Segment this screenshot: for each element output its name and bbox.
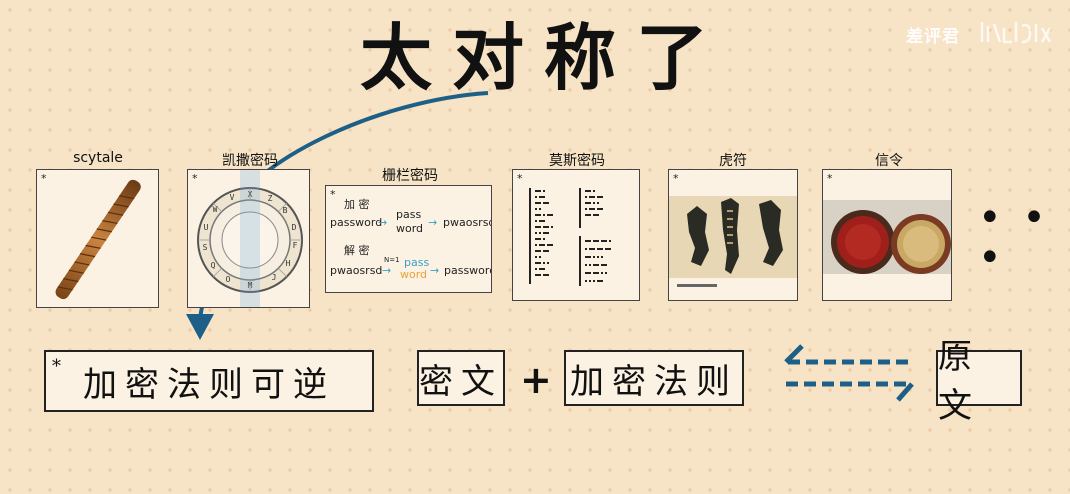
plain-text-2: password bbox=[444, 264, 492, 277]
svg-text:F: F bbox=[293, 241, 298, 250]
card-star: * bbox=[827, 172, 833, 185]
plaintext-box: 原文 bbox=[936, 337, 1022, 426]
reverse-arrows-icon bbox=[784, 344, 914, 402]
split-top-1: pass bbox=[396, 208, 422, 221]
card-signal: * bbox=[822, 169, 952, 301]
svg-text:O: O bbox=[226, 275, 231, 284]
card-tiger-tally: * bbox=[668, 169, 798, 301]
scytale-image bbox=[55, 179, 141, 300]
caesar-wheel-image: X Z B DFH J M O QS U W V bbox=[197, 170, 303, 307]
split-bottom-2: word bbox=[400, 268, 428, 281]
card-morse: * bbox=[512, 169, 640, 301]
page-title: 太对称了 bbox=[360, 15, 729, 100]
card-label-morse: 莫斯密码 bbox=[549, 153, 605, 169]
arrow-icon: → bbox=[428, 216, 438, 229]
more-indicator: • • • bbox=[978, 195, 1050, 281]
ciphertext-box: 密文 bbox=[417, 350, 505, 406]
svg-text:Q: Q bbox=[211, 261, 216, 270]
svg-text:J: J bbox=[272, 273, 277, 282]
rule-reversible-box: * 加密法则可逆 bbox=[44, 350, 374, 412]
svg-text:M: M bbox=[248, 281, 253, 290]
card-star: * bbox=[673, 172, 679, 185]
card-star: * bbox=[330, 188, 336, 201]
arrow-icon: → bbox=[382, 264, 392, 277]
card-label-signal: 信令 bbox=[875, 153, 903, 169]
decrypt-label: 解 密 bbox=[344, 244, 370, 257]
card-scytale: * bbox=[36, 169, 159, 308]
svg-text:Z: Z bbox=[268, 194, 273, 203]
tiger-tally-image bbox=[669, 196, 797, 287]
rule-star: * bbox=[52, 356, 69, 377]
morse-chart-image bbox=[529, 188, 611, 286]
svg-text:W: W bbox=[213, 205, 218, 214]
arrow-icon: → bbox=[378, 216, 388, 229]
svg-text:H: H bbox=[286, 259, 291, 268]
rule-text: 加密法则可逆 bbox=[83, 364, 335, 405]
svg-text:V: V bbox=[230, 193, 235, 202]
card-label-tiger-tally: 虎符 bbox=[719, 153, 747, 169]
brand-logo-icon bbox=[980, 22, 1052, 44]
split-top-2: pass bbox=[404, 256, 430, 269]
card-label-rail-fence: 栅栏密码 bbox=[382, 168, 438, 184]
card-rail-fence: * 加 密 password → pass word → pwaosrsd 解 … bbox=[325, 185, 492, 293]
svg-text:U: U bbox=[204, 223, 209, 232]
card-star: * bbox=[192, 172, 198, 185]
svg-text:S: S bbox=[203, 243, 208, 252]
card-label-caesar: 凯撒密码 bbox=[222, 153, 278, 169]
rule-box: 加密法则 bbox=[564, 350, 744, 406]
svg-text:X: X bbox=[248, 190, 253, 199]
encrypt-label: 加 密 bbox=[344, 198, 370, 211]
plus-icon: + bbox=[520, 358, 552, 402]
cipher-text-1: pwaosrsd bbox=[443, 216, 492, 229]
plain-text-1: password bbox=[330, 216, 383, 229]
card-star: * bbox=[41, 172, 47, 185]
svg-text:D: D bbox=[292, 223, 297, 232]
card-star: * bbox=[517, 172, 523, 185]
brand-name: 差评君 bbox=[906, 27, 960, 47]
n-label: N=1 bbox=[384, 256, 400, 264]
cipher-text-2: pwaosrsd bbox=[330, 264, 383, 277]
card-label-scytale: scytale bbox=[73, 150, 123, 166]
svg-text:B: B bbox=[283, 206, 288, 215]
arrow-icon: → bbox=[430, 264, 440, 277]
signal-tokens-image bbox=[823, 200, 951, 274]
split-bottom-1: word bbox=[396, 222, 424, 235]
